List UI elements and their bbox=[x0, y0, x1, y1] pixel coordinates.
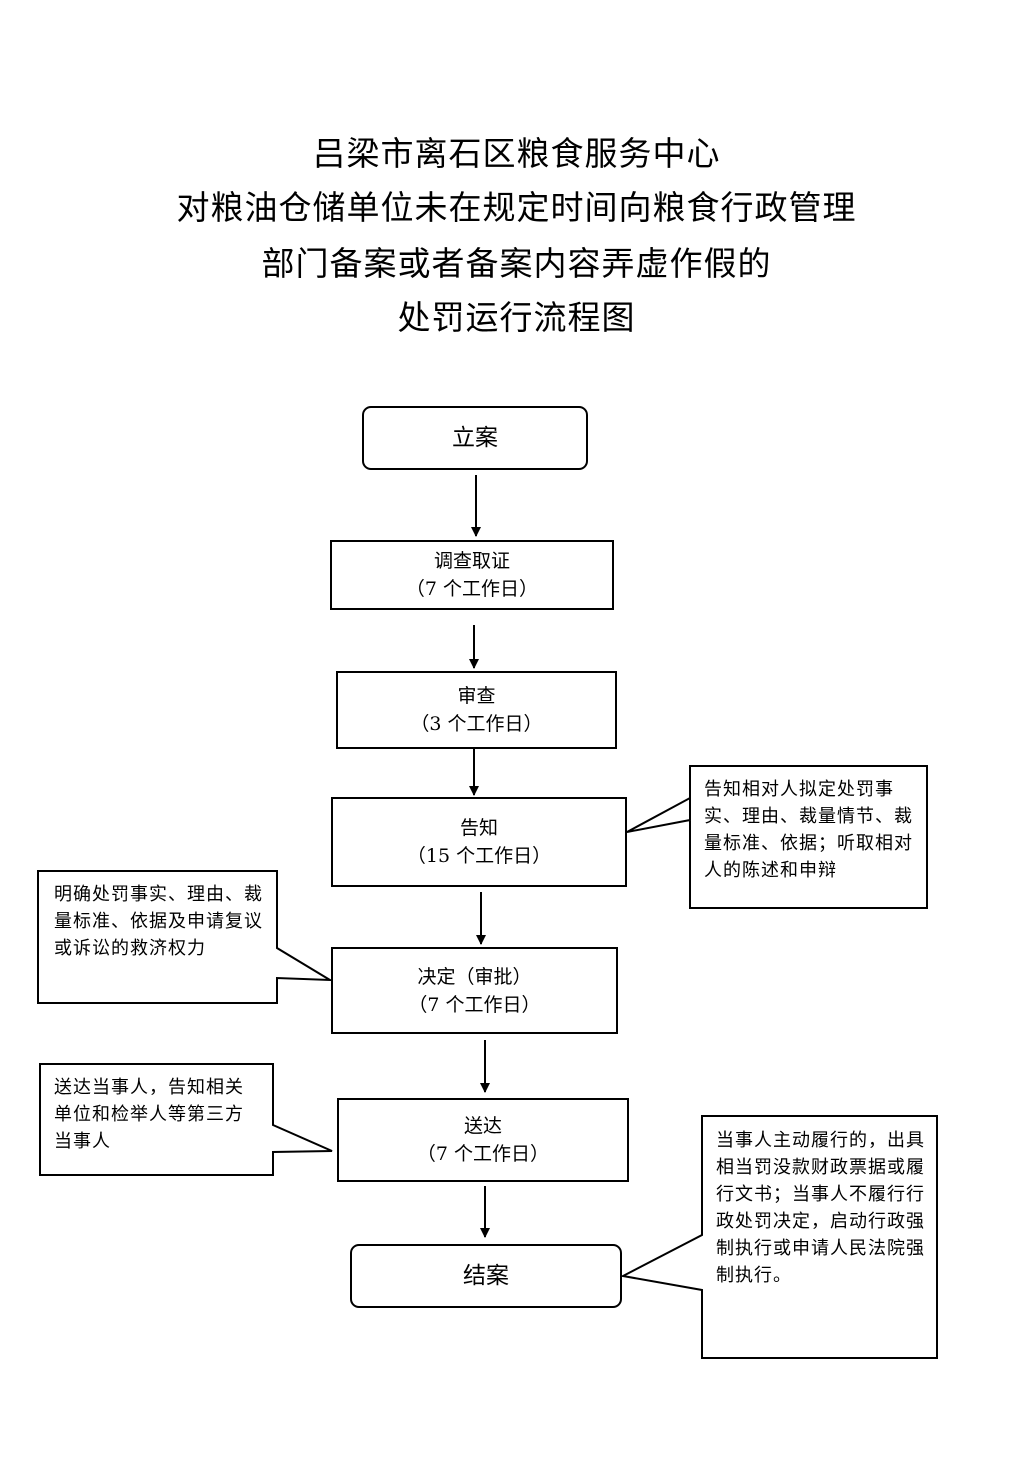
step-inform-days: （15 个工作日） bbox=[406, 845, 552, 867]
title-line-4: 处罚运行流程图 bbox=[397, 298, 636, 337]
step-deliver-label: 送达 bbox=[463, 1115, 502, 1137]
step-decide: 决定（审批） （7 个工作日） bbox=[331, 947, 618, 1034]
note-deliver: 送达当事人，告知相关单位和检举人等第三方当事人 bbox=[54, 1077, 244, 1152]
callout-close-outline bbox=[619, 1115, 938, 1359]
callout-decide-outline bbox=[37, 870, 334, 1004]
step-register-label: 立案 bbox=[452, 425, 498, 451]
note-close: 当事人主动履行的，出具相当罚没款财政票据或履行文书；当事人不履行行政处罚决定，启… bbox=[716, 1130, 925, 1286]
step-investigate-label: 调查取证 bbox=[433, 550, 510, 572]
note-inform: 告知相对人拟定处罚事实、理由、裁量情节、裁量标准、依据；听取相对人的陈述和申辩 bbox=[704, 779, 913, 881]
title-line-2: 对粮油仓储单位未在规定时间向粮食行政管理 bbox=[176, 188, 857, 227]
step-close: 结案 bbox=[350, 1244, 622, 1308]
step-review: 审查 （3 个工作日） bbox=[336, 671, 617, 749]
step-deliver-days: （7 个工作日） bbox=[416, 1143, 550, 1165]
step-review-days: （3 个工作日） bbox=[410, 713, 543, 735]
callout-inform-outline bbox=[626, 765, 928, 909]
step-decide-days: （7 个工作日） bbox=[408, 993, 541, 1016]
step-deliver: 送达 （7 个工作日） bbox=[337, 1098, 629, 1182]
step-inform: 告知 （15 个工作日） bbox=[331, 797, 627, 887]
step-close-label: 结案 bbox=[463, 1263, 509, 1289]
step-inform-label: 告知 bbox=[459, 817, 498, 839]
callout-deliver-outline bbox=[39, 1063, 333, 1176]
step-register: 立案 bbox=[362, 406, 588, 470]
step-decide-label: 决定（审批） bbox=[417, 965, 532, 988]
title-line-3: 部门备案或者备案内容弄虚作假的 bbox=[261, 244, 772, 283]
step-investigate: 调查取证 （7 个工作日） bbox=[330, 540, 614, 610]
note-decide: 明确处罚事实、理由、裁量标准、依据及申请复议或诉讼的救济权力 bbox=[54, 884, 263, 959]
title-line-1: 吕梁市离石区粮食服务中心 bbox=[312, 134, 721, 173]
step-investigate-days: （7 个工作日） bbox=[405, 578, 539, 600]
step-review-label: 审查 bbox=[457, 685, 496, 707]
